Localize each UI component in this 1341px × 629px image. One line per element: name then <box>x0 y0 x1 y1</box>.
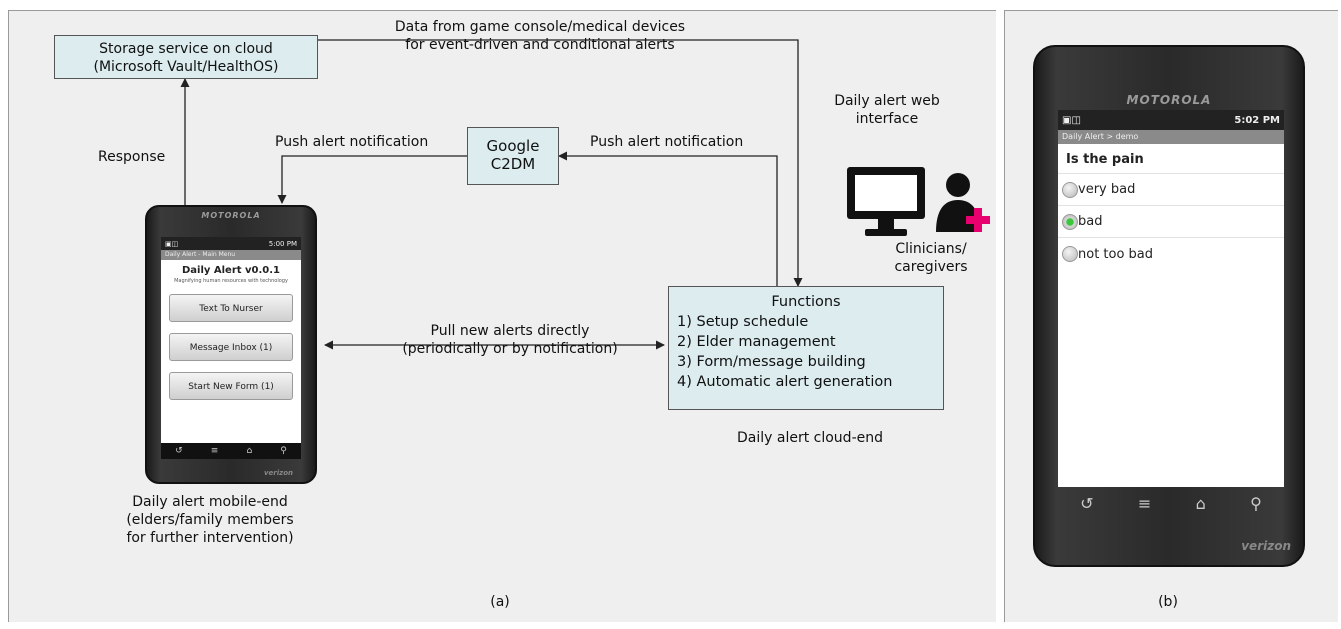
storage-line1: Storage service on cloud <box>99 41 273 57</box>
phone-brand-large: MOTOROLA <box>1126 93 1212 107</box>
arrow-push-to-phone <box>277 155 467 204</box>
carrier-logo-large: verizon <box>1241 539 1291 553</box>
arrow-push-to-c2dm <box>558 151 778 286</box>
radio-very-bad[interactable] <box>1062 181 1078 198</box>
web-interface-label: Daily alert web interface <box>812 92 962 128</box>
functions-item: 2) Elder management <box>677 334 836 350</box>
clinician-icon <box>936 173 990 232</box>
question-text: Is the pain <box>1058 144 1284 174</box>
pull-line2: (periodically or by notification) <box>402 341 618 357</box>
web-line1: Daily alert web <box>834 93 940 109</box>
clinicians-line2: caregivers <box>894 259 968 275</box>
functions-box: Functions 1) Setup schedule 2) Elder man… <box>668 286 944 410</box>
mobile-end-label: Daily alert mobile-end (elders/family me… <box>110 493 310 547</box>
option-label: not too bad <box>1078 246 1154 262</box>
pull-label: Pull new alerts directly (periodically o… <box>370 322 650 358</box>
functions-item: 4) Automatic alert generation <box>677 374 893 390</box>
c2dm-line1: Google <box>486 137 540 155</box>
search-icon[interactable]: ⚲ <box>280 446 287 456</box>
google-c2dm-box: Google C2DM <box>467 127 559 185</box>
functions-item: 1) Setup schedule <box>677 314 809 330</box>
data-source-line1: Data from game console/medical devices <box>394 19 686 35</box>
option-label: very bad <box>1078 182 1136 197</box>
mobile-phone-small: MOTOROLA ▣◫ 5:00 PM Daily Alert - Main M… <box>145 205 317 484</box>
mobile-line2: (elders/family members <box>126 512 294 528</box>
option-bad[interactable]: bad <box>1058 206 1284 238</box>
monitor-icon <box>847 167 925 236</box>
functions-title: Functions <box>771 294 841 310</box>
back-icon[interactable]: ↺ <box>1080 493 1094 513</box>
nav-bar: ↺ ≡ ⌂ ⚲ <box>161 443 301 459</box>
arrow-data-to-functions <box>318 39 803 287</box>
data-source-label: Data from game console/medical devices f… <box>330 18 750 54</box>
menu-icon[interactable]: ≡ <box>1137 493 1152 513</box>
back-icon[interactable]: ↺ <box>175 446 183 456</box>
phone-brand: MOTOROLA <box>201 211 261 220</box>
caption-a: (a) <box>490 594 510 610</box>
app-titlebar: Daily Alert - Main Menu <box>161 250 301 260</box>
app-subtitle: Magnifying human resources with technolo… <box>174 278 288 284</box>
home-icon[interactable]: ⌂ <box>1195 493 1206 513</box>
c2dm-line2: C2DM <box>490 155 536 173</box>
option-label: bad <box>1078 214 1103 229</box>
caption-b: (b) <box>1158 594 1178 610</box>
data-source-line2: for event-driven and conditional alerts <box>405 37 675 53</box>
cloud-end-label: Daily alert cloud-end <box>737 430 883 446</box>
home-icon[interactable]: ⌂ <box>246 446 253 456</box>
push-right-label: Push alert notification <box>590 134 744 150</box>
storage-line2: (Microsoft Vault/HealthOS) <box>93 59 279 75</box>
storage-service-box: Storage service on cloud (Microsoft Vaul… <box>54 35 318 79</box>
phone-screen: ▣◫ 5:00 PM Daily Alert - Main Menu Daily… <box>161 237 301 459</box>
mobile-line3: for further intervention) <box>126 530 294 546</box>
option-not-too-bad[interactable]: not too bad <box>1058 238 1284 270</box>
radio-not-too-bad[interactable] <box>1062 246 1078 262</box>
nav-bar-large: ↺ ≡ ⌂ ⚲ <box>1058 489 1284 517</box>
option-very-bad[interactable]: very bad <box>1058 174 1284 206</box>
push-left-label: Push alert notification <box>275 134 429 150</box>
message-inbox-button[interactable]: Message Inbox (1) <box>169 333 293 361</box>
response-label: Response <box>98 149 166 165</box>
carrier-logo: verizon <box>263 469 293 477</box>
web-line2: interface <box>855 111 919 127</box>
radio-bad-selected[interactable] <box>1062 213 1078 230</box>
status-icons: ▣◫ <box>165 239 179 248</box>
status-bar-large: ▣◫ 5:02 PM <box>1058 110 1284 130</box>
search-icon[interactable]: ⚲ <box>1250 493 1262 513</box>
mobile-phone-large: MOTOROLA ▣◫ 5:02 PM Daily Alert > demo I… <box>1033 45 1305 567</box>
app-title: Daily Alert v0.0.1 <box>181 265 281 276</box>
functions-item: 3) Form/message building <box>677 354 866 370</box>
form-titlebar: Daily Alert > demo <box>1058 130 1284 144</box>
mobile-line1: Daily alert mobile-end <box>132 494 288 510</box>
text-to-nurser-button[interactable]: Text To Nurser <box>169 294 293 322</box>
phone-screen-large: ▣◫ 5:02 PM Daily Alert > demo Is the pai… <box>1058 110 1284 487</box>
status-bar: ▣◫ 5:00 PM <box>161 237 301 250</box>
menu-icon[interactable]: ≡ <box>210 446 219 456</box>
status-icons-large: ▣◫ <box>1062 114 1081 126</box>
clinicians-label: Clinicians/ caregivers <box>876 240 986 276</box>
pull-line1: Pull new alerts directly <box>430 323 590 339</box>
status-time-large: 5:02 PM <box>1234 114 1280 126</box>
status-time: 5:00 PM <box>268 239 297 248</box>
start-new-form-button[interactable]: Start New Form (1) <box>169 372 293 400</box>
clinicians-line1: Clinicians/ <box>895 241 967 257</box>
